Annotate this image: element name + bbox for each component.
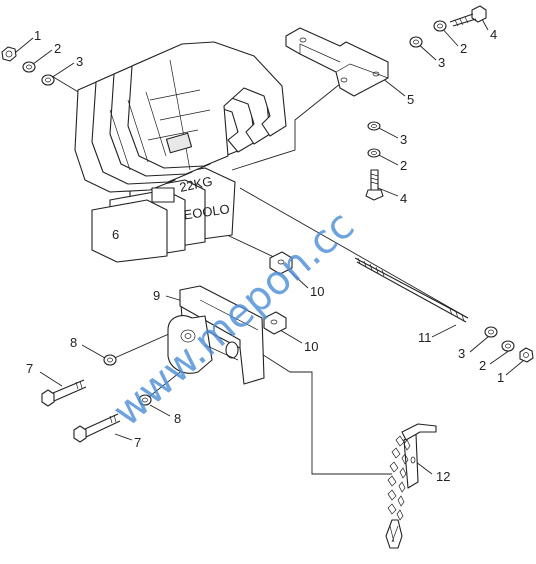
callout-3-top-right: 3 [438,55,445,70]
washer-2-top-right [433,20,447,32]
mounting-bracket-5 [285,27,389,97]
washer-2-top-left [22,61,36,73]
callout-7-upper: 7 [26,361,33,376]
callout-12: 12 [436,469,450,484]
callout-4-top-right: 4 [490,27,497,42]
threaded-rod-11 [354,257,469,323]
square-nut-10-upper [269,251,293,275]
hitch-pin-with-chain-12 [385,423,437,549]
washer-3-top-right [409,36,423,48]
callout-5: 5 [407,92,414,107]
callout-2-top-left: 2 [54,41,61,56]
callout-2-top-right: 2 [460,41,467,56]
callout-2-middle: 2 [400,158,407,173]
callout-6: 6 [112,227,119,242]
callout-10-lower: 10 [304,339,318,354]
washer-3-right [484,326,498,338]
washer-8-upper [103,354,117,366]
callout-10-upper: 10 [310,284,324,299]
nut-1-top-left [1,46,17,62]
ballast-weight-stack [74,41,287,263]
bolt-4-middle [365,169,384,201]
callout-labels: 1 2 3 4 2 3 5 3 2 4 6 10 9 10 11 3 2 1 8… [26,27,504,484]
callout-8-upper: 8 [70,335,77,350]
callout-4-middle: 4 [400,191,407,206]
callout-7-lower: 7 [134,435,141,450]
nut-1-right [519,347,534,363]
callout-9: 9 [153,288,160,303]
weight-stamp-bottom: EOOLO [183,201,231,222]
square-nut-10-lower [263,311,287,335]
hitch-bracket-9 [167,285,265,385]
washer-3-top-left [41,74,55,86]
callout-3-middle: 3 [400,132,407,147]
bolt-7-upper [41,379,87,407]
bolt-7-lower [73,413,121,443]
callout-3-top-left: 3 [76,54,83,69]
callout-1-right: 1 [497,370,504,385]
callout-2-right: 2 [479,358,486,373]
callout-1-top-left: 1 [34,28,41,43]
washer-2-right [501,340,515,352]
weight-stamp-top: 22KG [178,173,214,195]
washer-2-middle [367,148,381,158]
callout-8-lower: 8 [174,411,181,426]
bolt-4-top-right [449,5,487,27]
callout-11: 11 [418,330,432,345]
washer-8-lower [138,394,152,406]
callout-3-right: 3 [458,346,465,361]
washer-3-middle [367,121,381,131]
